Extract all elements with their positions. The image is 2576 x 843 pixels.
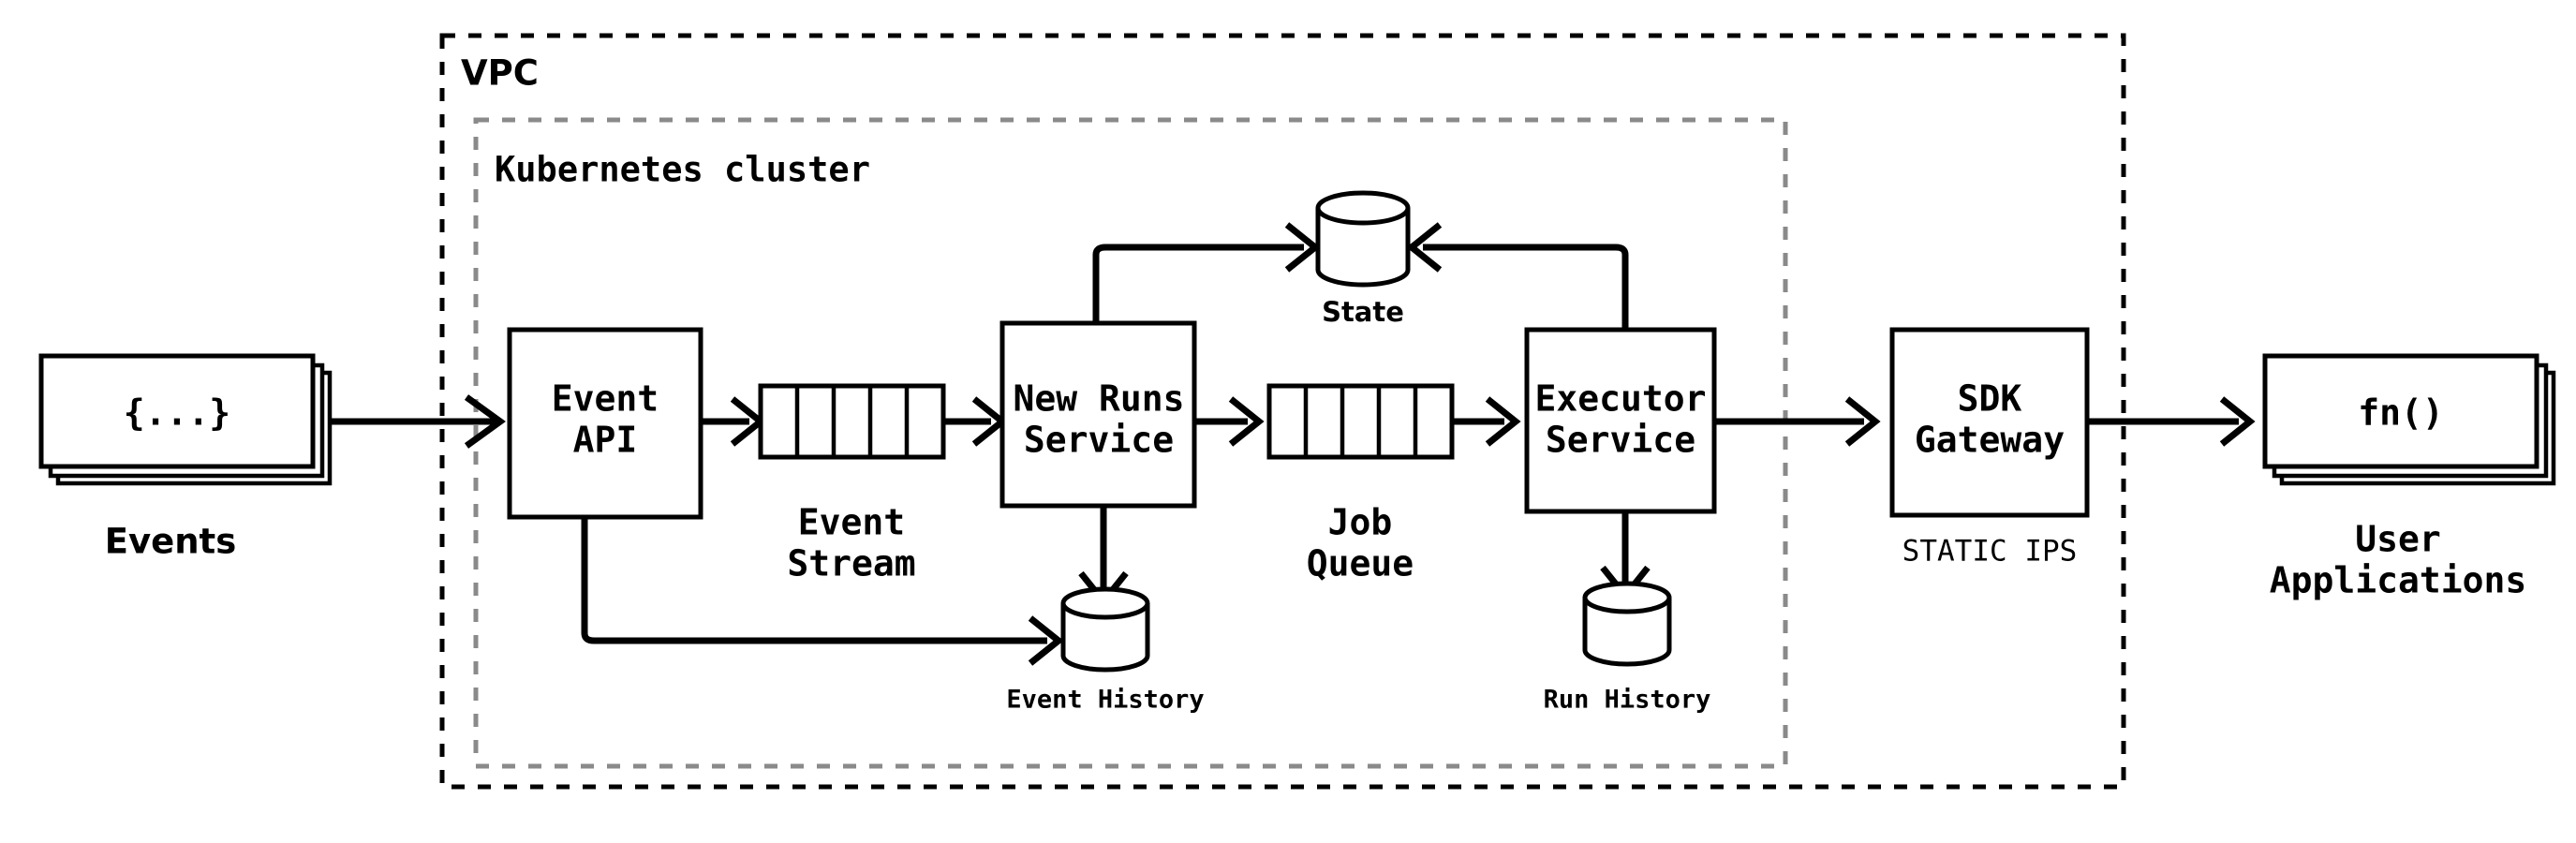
- user-apps-caption-line1: User: [2355, 519, 2441, 560]
- sdk-gateway-box: [1889, 327, 2090, 518]
- event-api-label-line1: Event: [552, 378, 659, 420]
- user-apps-card-front: [2262, 353, 2539, 469]
- event-stream-caption-line2: Stream: [787, 543, 915, 584]
- new-runs-service-box: [999, 320, 1197, 509]
- state-cylinder-body: [1315, 208, 1411, 288]
- node-event-api[interactable]: Event API: [507, 327, 703, 520]
- zone-kubernetes: Kubernetes cluster: [473, 117, 1788, 769]
- node-new-runs-service[interactable]: New Runs Service: [999, 320, 1197, 509]
- k8s-label: Kubernetes cluster: [495, 150, 870, 190]
- sdk-gateway-caption: STATIC IPS: [1902, 535, 2078, 569]
- event-history-cylinder-top: [1060, 586, 1150, 620]
- events-card-front: [38, 353, 316, 469]
- edge-new-runs-to-state: [1092, 222, 1321, 323]
- executor-service-label-line1: Executor: [1534, 378, 1706, 420]
- sdk-gateway-label-line1: SDK: [1958, 378, 2022, 420]
- node-sdk-gateway[interactable]: SDK Gateway STATIC IPS: [1889, 327, 2090, 569]
- node-event-stream[interactable]: Event Stream: [758, 383, 946, 584]
- k8s-boundary: [473, 117, 1788, 769]
- event-api-label-line2: API: [573, 420, 638, 461]
- event-history-caption: Event History: [1006, 686, 1204, 715]
- zone-vpc: VPC: [439, 33, 2126, 790]
- events-caption: Events: [105, 522, 237, 562]
- node-job-queue[interactable]: Job Queue: [1266, 383, 1455, 584]
- node-events[interactable]: {...} Events: [38, 353, 333, 562]
- sdk-gateway-label-line2: Gateway: [1915, 420, 2065, 461]
- job-queue-box: [1266, 383, 1455, 460]
- node-event-history[interactable]: Event History: [1006, 586, 1205, 715]
- executor-service-label-line2: Service: [1546, 420, 1695, 461]
- run-history-caption: Run History: [1544, 686, 1711, 715]
- state-caption: State: [1322, 296, 1404, 328]
- edge-event-api-to-event-history: [581, 517, 1064, 666]
- user-apps-caption-line2: Applications: [2270, 560, 2527, 601]
- user-apps-card-text: fn(): [2358, 392, 2444, 434]
- edge-sdk-gateway-to-user-apps: [2087, 396, 2256, 447]
- vpc-boundary: [439, 33, 2126, 790]
- node-executor-service[interactable]: Executor Service: [1524, 327, 1717, 514]
- event-stream-queue-box: [758, 383, 946, 460]
- edge-event-stream-to-new-runs: [943, 396, 1008, 447]
- edge-event-api-to-event-stream: [701, 396, 766, 447]
- job-queue-caption-line1: Job: [1328, 502, 1393, 543]
- events-card-text: {...}: [124, 392, 230, 434]
- vpc-label: VPC: [461, 53, 539, 94]
- node-user-applications[interactable]: fn() User Applications: [2262, 353, 2556, 601]
- event-stream-caption-line1: Event: [798, 502, 905, 543]
- run-history-cylinder-body: [1582, 598, 1672, 667]
- edge-job-queue-to-executor: [1452, 396, 1521, 447]
- new-runs-service-label-line2: Service: [1024, 420, 1174, 461]
- event-history-cylinder-body: [1060, 603, 1150, 673]
- executor-service-box: [1524, 327, 1717, 514]
- job-queue-caption-line2: Queue: [1307, 543, 1414, 584]
- state-cylinder-top: [1315, 190, 1411, 226]
- new-runs-service-label-line1: New Runs: [1013, 378, 1184, 420]
- edge-new-runs-to-job-queue: [1194, 396, 1265, 447]
- edge-executor-to-sdk-gateway: [1710, 396, 1881, 447]
- event-api-box: [507, 327, 703, 520]
- edge-executor-to-state: [1406, 222, 1629, 365]
- run-history-cylinder-top: [1582, 581, 1672, 614]
- node-run-history[interactable]: Run History: [1544, 581, 1711, 715]
- node-state[interactable]: State: [1315, 190, 1411, 328]
- edge-events-to-event-api: [323, 394, 506, 449]
